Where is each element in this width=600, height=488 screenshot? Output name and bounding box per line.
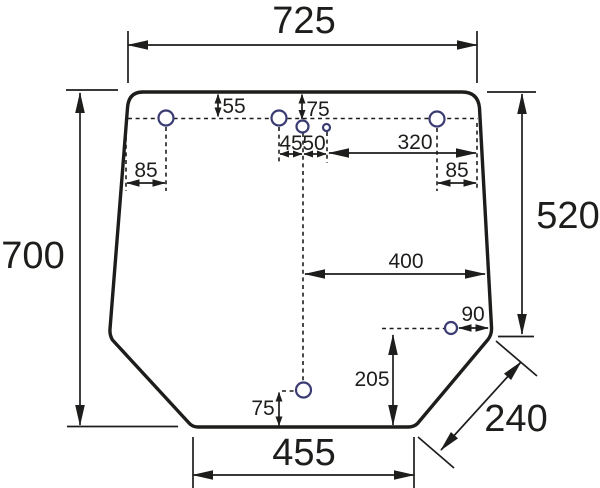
hole-top-center-left [270,109,288,127]
dim-corner-edge-label: 240 [484,398,547,440]
dim-right-height: 520 [487,91,600,338]
dim-bottom-width-label: 455 [272,432,335,474]
dim-center-hole-drop: 75 [298,94,330,121]
hole-bottom-center [294,381,313,399]
hole-top-center-small [321,122,332,133]
dim-side-hole-to-edge: 90 [458,303,489,332]
glass-outline [108,90,494,429]
dim-top-width-label: 725 [272,0,335,42]
dim-bottom-hole-height-label: 205 [354,368,389,391]
dim-right-height-label: 520 [536,195,599,237]
dim-corner-edge-ext-lower [417,436,455,469]
dim-center-gap-right-label: 50 [302,132,325,155]
hole-top-center [295,119,310,134]
dim-bottom-width: 455 [192,432,415,488]
mounting-holes [157,109,459,399]
dim-bottom-hole-rise-label: 75 [251,397,274,420]
dim-center-to-right-label: 400 [388,250,423,273]
dim-corner-edge: 240 [417,340,548,469]
dim-bottom-hole-rise: 75 [251,392,283,426]
dim-bottom-hole-height: 205 [354,334,398,426]
construction-lines [125,117,478,392]
dim-center-to-right: 400 [304,250,486,279]
dim-corner-edge-line [440,361,522,451]
dim-side-hole-to-edge-label: 90 [461,303,484,326]
dim-right-hole-inset-label: 85 [445,159,468,182]
dim-top-hole-drop-label: 55 [222,95,245,118]
dim-top-hole-drop: 55 [214,94,246,118]
dim-left-hole-inset-label: 85 [134,159,157,182]
hole-right-side [443,320,459,336]
dim-center-gap-right: 50 [302,132,327,158]
dim-top-hole-span-label: 320 [397,131,432,154]
dim-center-gap-left: 45 [279,132,303,158]
dim-top-hole-span: 320 [328,131,477,158]
hole-top-right [428,110,446,128]
dim-center-gap-left-label: 45 [279,132,302,155]
dim-top-width: 725 [127,0,478,83]
dim-corner-edge-ext-upper [495,340,538,377]
dim-overall-height-label: 700 [1,235,64,277]
hole-top-left [157,109,175,127]
dim-overall-height: 700 [1,89,178,428]
dim-left-hole-inset: 85 [126,159,166,187]
dim-right-hole-inset: 85 [437,159,477,187]
dim-center-hole-drop-label: 75 [306,98,329,121]
